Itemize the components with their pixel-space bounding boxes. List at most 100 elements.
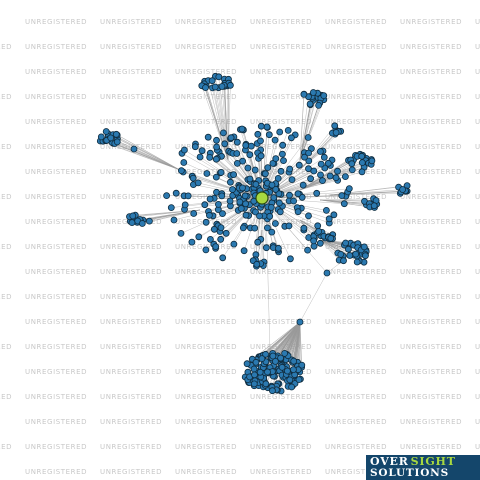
graph-node[interactable] [181, 201, 189, 209]
graph-node[interactable] [264, 368, 271, 376]
graph-node[interactable] [286, 255, 294, 263]
graph-node[interactable] [226, 197, 234, 205]
graph-node[interactable] [330, 211, 338, 219]
graph-node[interactable] [368, 157, 376, 165]
graph-node[interactable] [269, 352, 277, 360]
graph-node[interactable] [272, 155, 280, 163]
graph-node[interactable] [334, 167, 341, 175]
graph-node[interactable] [208, 77, 216, 85]
graph-node[interactable] [254, 238, 262, 246]
graph-node[interactable] [298, 193, 306, 201]
graph-node[interactable] [113, 138, 121, 146]
graph-node[interactable] [230, 240, 238, 248]
graph-node[interactable] [222, 229, 230, 237]
graph-node[interactable] [288, 176, 296, 184]
graph-node[interactable] [274, 174, 282, 182]
graph-node[interactable] [304, 134, 312, 141]
graph-node[interactable] [243, 360, 251, 368]
graph-node[interactable] [246, 151, 254, 159]
graph-node[interactable] [277, 167, 285, 175]
graph-node[interactable] [315, 227, 323, 235]
graph-node[interactable] [233, 150, 241, 157]
graph-node[interactable] [310, 167, 318, 175]
graph-node[interactable] [290, 357, 298, 365]
graph-node[interactable] [233, 138, 241, 146]
graph-node[interactable] [226, 178, 234, 186]
graph-node[interactable] [271, 357, 279, 365]
graph-node[interactable] [307, 175, 315, 183]
graph-node[interactable] [205, 211, 213, 219]
graph-node[interactable] [240, 247, 248, 255]
graph-node[interactable] [361, 252, 369, 260]
graph-node[interactable] [138, 220, 146, 227]
graph-node[interactable] [198, 147, 206, 155]
graph-node[interactable] [279, 141, 287, 149]
graph-node[interactable] [305, 157, 313, 165]
graph-node[interactable] [332, 129, 340, 136]
graph-node[interactable] [227, 134, 235, 142]
graph-node[interactable] [340, 200, 348, 208]
graph-node[interactable] [399, 186, 407, 193]
graph-node[interactable] [242, 211, 250, 219]
graph-node[interactable] [252, 180, 260, 188]
graph-node[interactable] [265, 131, 273, 139]
graph-node[interactable] [288, 383, 296, 391]
bridge-node[interactable] [130, 145, 138, 153]
graph-node[interactable] [145, 217, 153, 225]
graph-node[interactable] [358, 168, 366, 176]
graph-node[interactable] [266, 212, 274, 220]
graph-node[interactable] [180, 159, 188, 166]
graph-node[interactable] [210, 225, 218, 233]
graph-node[interactable] [327, 234, 335, 242]
graph-node[interactable] [202, 218, 210, 226]
graph-node[interactable] [300, 91, 308, 98]
graph-node[interactable] [241, 192, 249, 200]
graph-node[interactable] [262, 244, 270, 252]
graph-node[interactable] [172, 189, 180, 197]
graph-node[interactable] [304, 246, 312, 254]
graph-node[interactable] [212, 173, 220, 181]
graph-node[interactable] [184, 192, 192, 200]
graph-node[interactable] [247, 142, 255, 150]
graph-node[interactable] [215, 73, 223, 81]
graph-node[interactable] [305, 149, 313, 157]
graph-node[interactable] [170, 216, 178, 224]
graph-node[interactable] [190, 210, 198, 217]
graph-node[interactable] [167, 204, 175, 212]
graph-node[interactable] [204, 133, 212, 141]
graph-node[interactable] [256, 212, 263, 220]
graph-node[interactable] [306, 100, 314, 108]
graph-node[interactable] [268, 181, 276, 189]
graph-node[interactable] [263, 123, 271, 131]
graph-node[interactable] [239, 224, 247, 232]
graph-node[interactable] [286, 376, 294, 384]
graph-node[interactable] [353, 258, 361, 266]
graph-node[interactable] [256, 368, 264, 376]
graph-node[interactable] [270, 194, 278, 202]
graph-node[interactable] [262, 380, 270, 388]
graph-node[interactable] [264, 164, 272, 172]
graph-node[interactable] [251, 166, 259, 174]
graph-node[interactable] [128, 219, 136, 227]
graph-node[interactable] [212, 155, 220, 163]
graph-node[interactable] [298, 361, 306, 369]
graph-node[interactable] [370, 202, 378, 210]
graph-node[interactable] [238, 125, 246, 133]
graph-node[interactable] [180, 146, 188, 154]
graph-node[interactable] [239, 184, 246, 192]
graph-node[interactable] [213, 143, 221, 151]
graph-node[interactable] [244, 164, 252, 172]
graph-node[interactable] [344, 245, 352, 253]
graph-node[interactable] [206, 235, 214, 243]
graph-node[interactable] [278, 150, 286, 158]
graph-node[interactable] [214, 200, 222, 208]
graph-node[interactable] [316, 239, 324, 247]
graph-node[interactable] [250, 365, 258, 373]
graph-node[interactable] [284, 126, 292, 134]
graph-node[interactable] [226, 81, 234, 89]
graph-node[interactable] [319, 177, 326, 185]
graph-node[interactable] [346, 252, 354, 259]
graph-node[interactable] [218, 192, 226, 200]
graph-node[interactable] [195, 233, 203, 241]
graph-node[interactable] [274, 244, 282, 252]
